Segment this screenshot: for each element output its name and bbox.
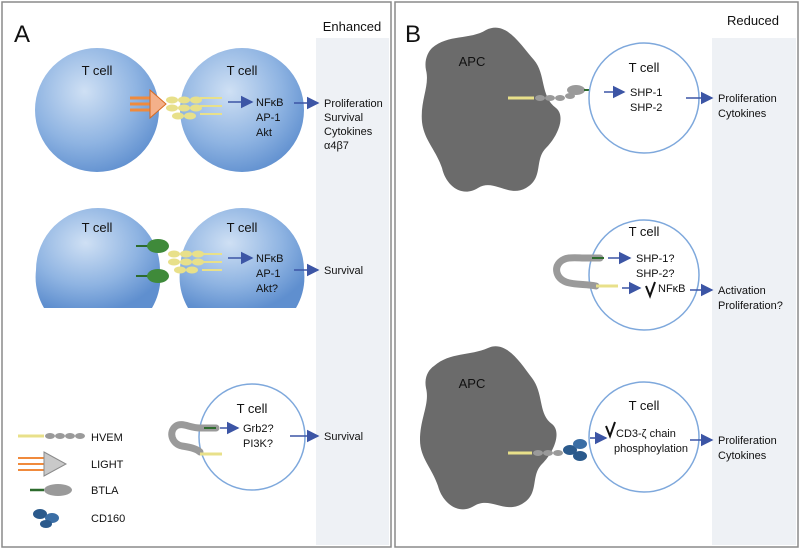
signal-label: Akt [256,127,272,139]
outcome-label: Survival [324,112,363,124]
legend-item-cd160: CD160 [33,509,125,528]
t-cell-left [35,208,161,308]
t-cell-label: T cell [237,401,268,416]
panel-b-outcome-column [712,38,796,545]
t-cell-label: T cell [629,224,660,239]
legend-item-btla: BTLA [30,484,119,497]
hvem-icon [508,450,563,456]
panel-a-row1: T cell T cell NFκB AP-1 Akt Prolife [35,48,383,172]
outcome-label: Activation [718,285,766,297]
btla-icon [136,239,169,283]
legend-label: BTLA [91,485,119,497]
signal-label: NFκB [658,283,686,295]
t-cell-right-label: T cell [227,63,258,78]
t-cell-label: T cell [629,398,660,413]
signal-label: SHP-1? [636,253,675,265]
panel-a-row3: T cell Grb2? PI3K? Survival [168,383,363,491]
signal-label: Grb2? [243,423,274,435]
signal-label: Akt? [256,283,278,295]
apc-label: APC [459,376,486,391]
signal-label: SHP-2 [630,102,662,114]
legend-label: LIGHT [91,459,124,471]
panel-b-row1: APC T cell SHP-1 SHP-2 Proliferation Cyt… [421,27,777,192]
down-arrow-icon [605,421,616,439]
hvem-icon [168,250,222,274]
legend-label: CD160 [91,513,125,525]
signal-label: AP-1 [256,112,280,124]
signal-label: SHP-1 [630,87,662,99]
hvem-icon [166,96,222,120]
btla-icon [553,254,604,290]
panel-b-row3: APC T cell CD3-ζ chain phosphoylation Pr… [420,346,777,510]
t-cell-right [180,48,304,172]
panel-a-row2: T cell T cell NFκB AP-1 Akt? Survival [35,208,363,308]
cd160-icon [563,439,587,461]
down-arrow-icon [645,281,656,299]
t-cell [588,381,700,493]
apc-cell [421,27,561,192]
t-cell-left [35,48,159,172]
hvem-icon [508,93,575,101]
outcome-label: Proliferation [718,93,777,105]
apc-label: APC [459,54,486,69]
apc-cell [420,346,557,510]
signal-label: NFκB [256,253,284,265]
outcome-label: Cytokines [718,108,767,120]
outcome-label: Cytokines [324,126,373,138]
panel-a-header-box [316,14,389,38]
t-cell [198,383,306,491]
legend-item-light: LIGHT [18,451,124,477]
signal-label: NFκB [256,97,284,109]
panel-a-header: Enhanced [323,19,382,34]
signal-label: AP-1 [256,268,280,280]
panel-b-header: Reduced [727,13,779,28]
t-cell-right-label: T cell [227,220,258,235]
outcome-label: α4β7 [324,140,349,152]
outcome-label: Survival [324,431,363,443]
signal-label: SHP-2? [636,268,675,280]
legend: HVEM LIGHT BTLA CD160 [18,432,125,528]
panel-a-label: A [14,21,30,48]
signal-label: CD3-ζ chain [616,428,676,440]
legend-item-hvem: HVEM [18,432,123,444]
panel-b-label: B [405,21,421,48]
signal-label: PI3K? [243,438,273,450]
light-icon [130,88,167,120]
outcome-label: Proliferation [324,98,383,110]
t-cell-left-label: T cell [82,220,113,235]
btla-icon [168,421,220,456]
outcome-label: Survival [324,265,363,277]
outcome-label: Proliferation [718,435,777,447]
panel-b-row2: T cell SHP-1? SHP-2? NFκB Activation Pro… [553,219,783,331]
t-cell-left-label: T cell [82,63,113,78]
outcome-label: Cytokines [718,450,767,462]
t-cell-label: T cell [629,60,660,75]
panel-a-outcome-column [316,38,389,545]
t-cell [588,219,700,331]
legend-label: HVEM [91,432,123,444]
signal-label: phosphoylation [614,443,688,455]
outcome-label: Proliferation? [718,300,783,312]
